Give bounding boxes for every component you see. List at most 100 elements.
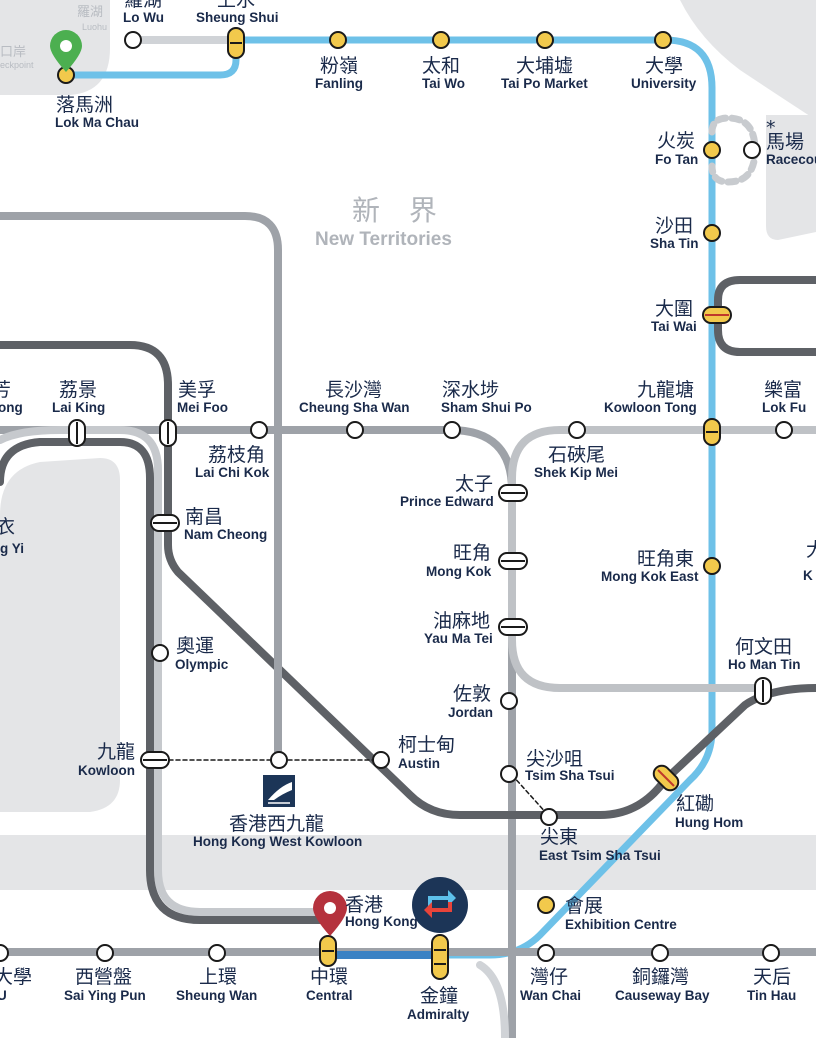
interchange-yau-ma-tei[interactable] — [498, 618, 528, 636]
station-marker-causeway-bay[interactable] — [651, 944, 669, 962]
station-marker-olympic[interactable] — [151, 644, 169, 662]
label-nam-cheong-en: Nam Cheong — [184, 527, 267, 542]
interchange-prince-edward[interactable] — [498, 484, 528, 502]
label-kowloon-tong-en: Kowloon Tong — [604, 400, 697, 415]
interchange-ho-man-tin[interactable] — [754, 677, 772, 705]
station-marker-shek-kip-mei[interactable] — [568, 421, 586, 439]
interchange-central[interactable] — [319, 935, 337, 967]
station-marker-wan-chai[interactable] — [537, 944, 555, 962]
label-olympic-zh: 奧運 — [176, 635, 214, 657]
label-tsuen-wan-partial-zh: 芳 — [0, 379, 11, 401]
interchange-kowloon-tong[interactable] — [703, 418, 721, 446]
label-fo-tan-en: Fo Tan — [655, 152, 698, 167]
label-tai-po-market-en: Tai Po Market — [501, 76, 588, 91]
label-lok-ma-chau-zh: 落馬洲 — [56, 94, 113, 116]
label-admiralty-zh: 金鐘 — [420, 985, 458, 1007]
label-yau-ma-tei-zh: 油麻地 — [433, 610, 490, 632]
station-marker-university[interactable] — [654, 31, 672, 49]
interchange-mong-kok[interactable] — [498, 552, 528, 570]
label-central-zh: 中環 — [310, 966, 348, 988]
interchange-lai-king[interactable] — [68, 419, 86, 447]
station-marker-racecourse[interactable] — [743, 141, 761, 159]
lowu-small-en: Luohu — [82, 22, 107, 32]
label-kowloon-en: Kowloon — [78, 763, 135, 778]
label-tsing-yi-partial-en: g Yi — [0, 541, 24, 556]
label-mong-kok-zh: 旺角 — [453, 542, 491, 564]
label-ho-man-tin-zh: 何文田 — [735, 636, 792, 658]
station-marker-sheung-wan[interactable] — [208, 944, 226, 962]
label-mong-kok-east-en: Mong Kok East — [601, 569, 699, 584]
label-sheung-shui-zh: 上水 — [217, 0, 255, 11]
interchange-tai-wai[interactable] — [702, 306, 732, 324]
label-ho-man-tin-en: Ho Man Tin — [728, 657, 801, 672]
label-racecourse-en: Racecou — [766, 152, 816, 167]
station-marker-east-tst[interactable] — [540, 808, 558, 826]
label-yau-ma-tei-en: Yau Ma Tei — [424, 631, 493, 646]
station-marker-tai-wo[interactable] — [432, 31, 450, 49]
label-mei-foo-zh: 美孚 — [178, 379, 216, 401]
label-hong-kong-zh: 香港 — [345, 894, 383, 916]
label-sheung-wan-en: Sheung Wan — [176, 988, 257, 1003]
station-marker-sai-ying-pun[interactable] — [96, 944, 114, 962]
station-marker-tsim-sha-tsui[interactable] — [500, 765, 518, 783]
location-pin-red[interactable] — [313, 891, 347, 936]
station-marker-cheung-sha-wan[interactable] — [346, 421, 364, 439]
label-sha-tin-en: Sha Tin — [650, 236, 699, 251]
label-tsim-sha-tsui-zh: 尖沙咀 — [526, 748, 583, 770]
station-marker-tin-hau[interactable] — [762, 944, 780, 962]
station-marker-sham-shui-po[interactable] — [443, 421, 461, 439]
label-tai-wai-zh: 大圍 — [655, 298, 693, 320]
station-marker-exhibition-centre[interactable] — [537, 896, 555, 914]
label-fanling-zh: 粉嶺 — [320, 55, 358, 77]
station-marker-lo-wu[interactable] — [124, 31, 142, 49]
airport-express-line — [0, 438, 334, 924]
station-marker-tai-po-market[interactable] — [536, 31, 554, 49]
station-marker-jordan[interactable] — [500, 692, 518, 710]
racecourse-land — [766, 115, 816, 240]
station-marker-mong-kok-east[interactable] — [703, 557, 721, 575]
lowu-small-zh: 羅湖 — [77, 5, 103, 20]
admiralty-interchange-badge[interactable] — [412, 877, 468, 933]
interchange-admiralty[interactable] — [431, 934, 449, 980]
label-diamond-partial-zh: 大 — [806, 539, 816, 561]
station-marker-lok-fu[interactable] — [775, 421, 793, 439]
label-shek-kip-mei-en: Shek Kip Mei — [534, 465, 618, 480]
label-lai-chi-kok-en: Lai Chi Kok — [195, 465, 270, 480]
interchange-nam-cheong[interactable] — [150, 514, 180, 532]
station-marker-fanling[interactable] — [329, 31, 347, 49]
station-marker-sha-tin[interactable] — [703, 224, 721, 242]
label-shek-kip-mei-zh: 石硤尾 — [548, 444, 605, 466]
label-university-zh: 大學 — [645, 55, 683, 77]
label-hung-hom-zh: 紅磡 — [676, 793, 714, 815]
label-tin-hau-en: Tin Hau — [747, 988, 796, 1003]
label-east-tst-en: East Tsim Sha Tsui — [539, 848, 661, 863]
label-causeway-bay-en: Causeway Bay — [615, 988, 710, 1003]
interchange-mei-foo[interactable] — [159, 419, 177, 447]
label-kowloon-zh: 九龍 — [97, 741, 135, 763]
interchange-hung-hom[interactable] — [650, 762, 681, 793]
location-pin-green[interactable] — [50, 30, 82, 72]
label-hk-west-kowloon-zh: 香港西九龍 — [229, 813, 324, 835]
label-lo-wu-en: Lo Wu — [123, 10, 164, 25]
label-diamond-partial-en: K — [803, 568, 813, 583]
label-jordan-en: Jordan — [448, 705, 493, 720]
interchange-hku-partial[interactable] — [0, 944, 9, 962]
station-marker-lai-chi-kok[interactable] — [250, 421, 268, 439]
station-marker-austin[interactable] — [372, 751, 390, 769]
label-mong-kok-en: Mong Kok — [426, 564, 492, 579]
label-fanling-en: Fanling — [315, 76, 363, 91]
label-lai-king-zh: 荔景 — [59, 379, 97, 401]
label-jordan-zh: 佐敦 — [453, 683, 491, 705]
label-sai-ying-pun-zh: 西營盤 — [75, 966, 132, 988]
label-sham-shui-po-zh: 深水埗 — [442, 379, 499, 401]
tuen-ma-line-east — [714, 276, 816, 356]
label-prince-edward-zh: 太子 — [455, 473, 493, 495]
interchange-kowloon[interactable] — [140, 751, 170, 769]
station-marker-hk-west-kowloon[interactable] — [270, 751, 288, 769]
label-austin-zh: 柯士甸 — [398, 734, 455, 756]
interchange-sheung-shui[interactable] — [227, 27, 245, 59]
station-marker-fo-tan[interactable] — [703, 141, 721, 159]
region-label-zh: 新 界 — [352, 194, 447, 227]
tsing-yi-island — [0, 458, 120, 812]
